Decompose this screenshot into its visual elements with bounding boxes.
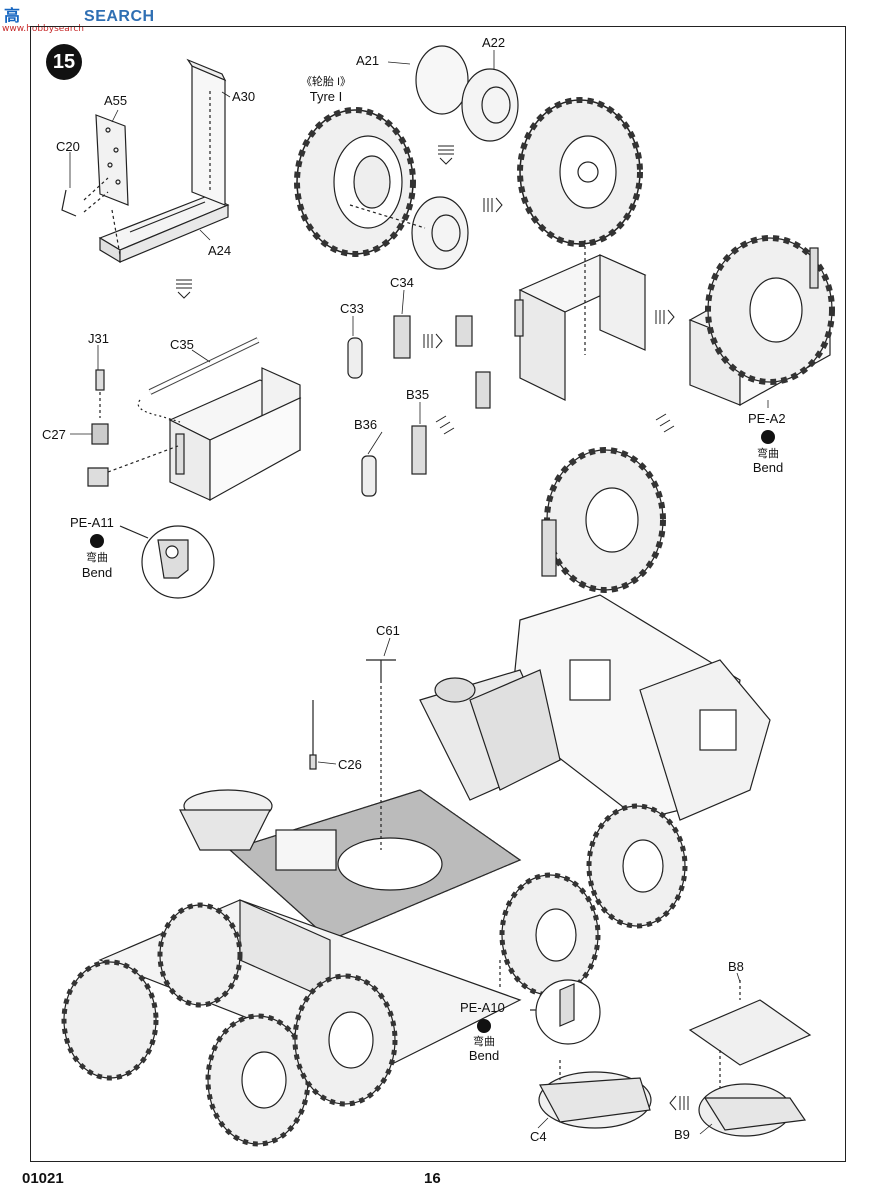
- bend-cn-1: 弯曲: [86, 552, 108, 564]
- label-pe-a2: PE-A2: [748, 411, 786, 426]
- label-a30: A30: [232, 89, 256, 104]
- bend-cn-3: 弯曲: [473, 1036, 495, 1048]
- label-c20: C20: [56, 139, 80, 154]
- label-b36: B36: [354, 417, 378, 432]
- label-c34: C34: [390, 275, 414, 290]
- spare-tyre-truck: [541, 447, 666, 593]
- label-c61: C61: [376, 623, 400, 638]
- bend-en-2: Bend: [752, 460, 784, 475]
- bend-icon: [477, 1019, 491, 1033]
- watermark-logo: 高: [4, 8, 21, 25]
- pe-a10-detail: [499, 960, 601, 1045]
- label-b8: B8: [728, 959, 744, 974]
- arrow-down-1: [176, 279, 192, 299]
- label-b35: B35: [406, 387, 430, 402]
- arrow-down-left: [655, 413, 675, 433]
- bend-icon: [761, 430, 775, 444]
- arrow-right-3: [435, 415, 455, 435]
- pe-a2-carrier: [688, 235, 835, 407]
- truck-body: [98, 594, 771, 1071]
- label-c26: C26: [338, 757, 362, 772]
- product-code: 01021: [22, 1170, 64, 1187]
- watermark-url: www.hobbysearch: [2, 24, 84, 34]
- label-a24: A24: [208, 243, 232, 258]
- label-a55: A55: [104, 93, 128, 108]
- c33-c34-parts: [347, 315, 427, 497]
- arrow-right-4: [655, 309, 675, 325]
- tyre-label-cn: 《轮胎 I》: [300, 76, 352, 88]
- step-number: 15: [46, 44, 82, 80]
- label-c35: C35: [170, 337, 194, 352]
- bend-en-3: Bend: [468, 1048, 500, 1063]
- b8-b9-c4-parts: [538, 980, 812, 1137]
- tyre-assembly: [294, 45, 519, 270]
- page-frame: [30, 26, 846, 1162]
- label-j31: J31: [88, 331, 109, 346]
- tyre-carrier: [455, 240, 647, 409]
- tyre-label-en: Tyre I: [309, 89, 343, 104]
- arrow-left-bottom: [669, 1095, 689, 1111]
- bend-icon: [90, 534, 104, 548]
- arrow-down-2: [438, 145, 454, 165]
- bend-cn-2: 弯曲: [757, 448, 779, 460]
- label-pe-a11: PE-A11: [70, 515, 114, 530]
- label-c4: C4: [530, 1129, 547, 1144]
- label-a21: A21: [356, 53, 380, 68]
- watermark: 高 SEARCH: [4, 4, 155, 30]
- label-c33: C33: [340, 301, 364, 316]
- arrow-right-2: [423, 333, 443, 349]
- leader-lines: [69, 50, 769, 1135]
- tyre-right: [517, 97, 643, 247]
- road-wheels: [61, 803, 688, 1147]
- tray-assembly: [61, 58, 230, 264]
- label-a22: A22: [482, 35, 506, 50]
- cage-assembly: [87, 337, 302, 502]
- arrow-right-1: [483, 197, 503, 213]
- label-pe-a10: PE-A10: [460, 1000, 505, 1015]
- page-number: 16: [424, 1170, 441, 1187]
- bend-en-1: Bend: [81, 565, 113, 580]
- label-b9: B9: [674, 1127, 690, 1142]
- label-c27: C27: [42, 427, 66, 442]
- pe-a11-detail: [119, 525, 215, 599]
- watermark-brand: SEARCH: [84, 8, 155, 25]
